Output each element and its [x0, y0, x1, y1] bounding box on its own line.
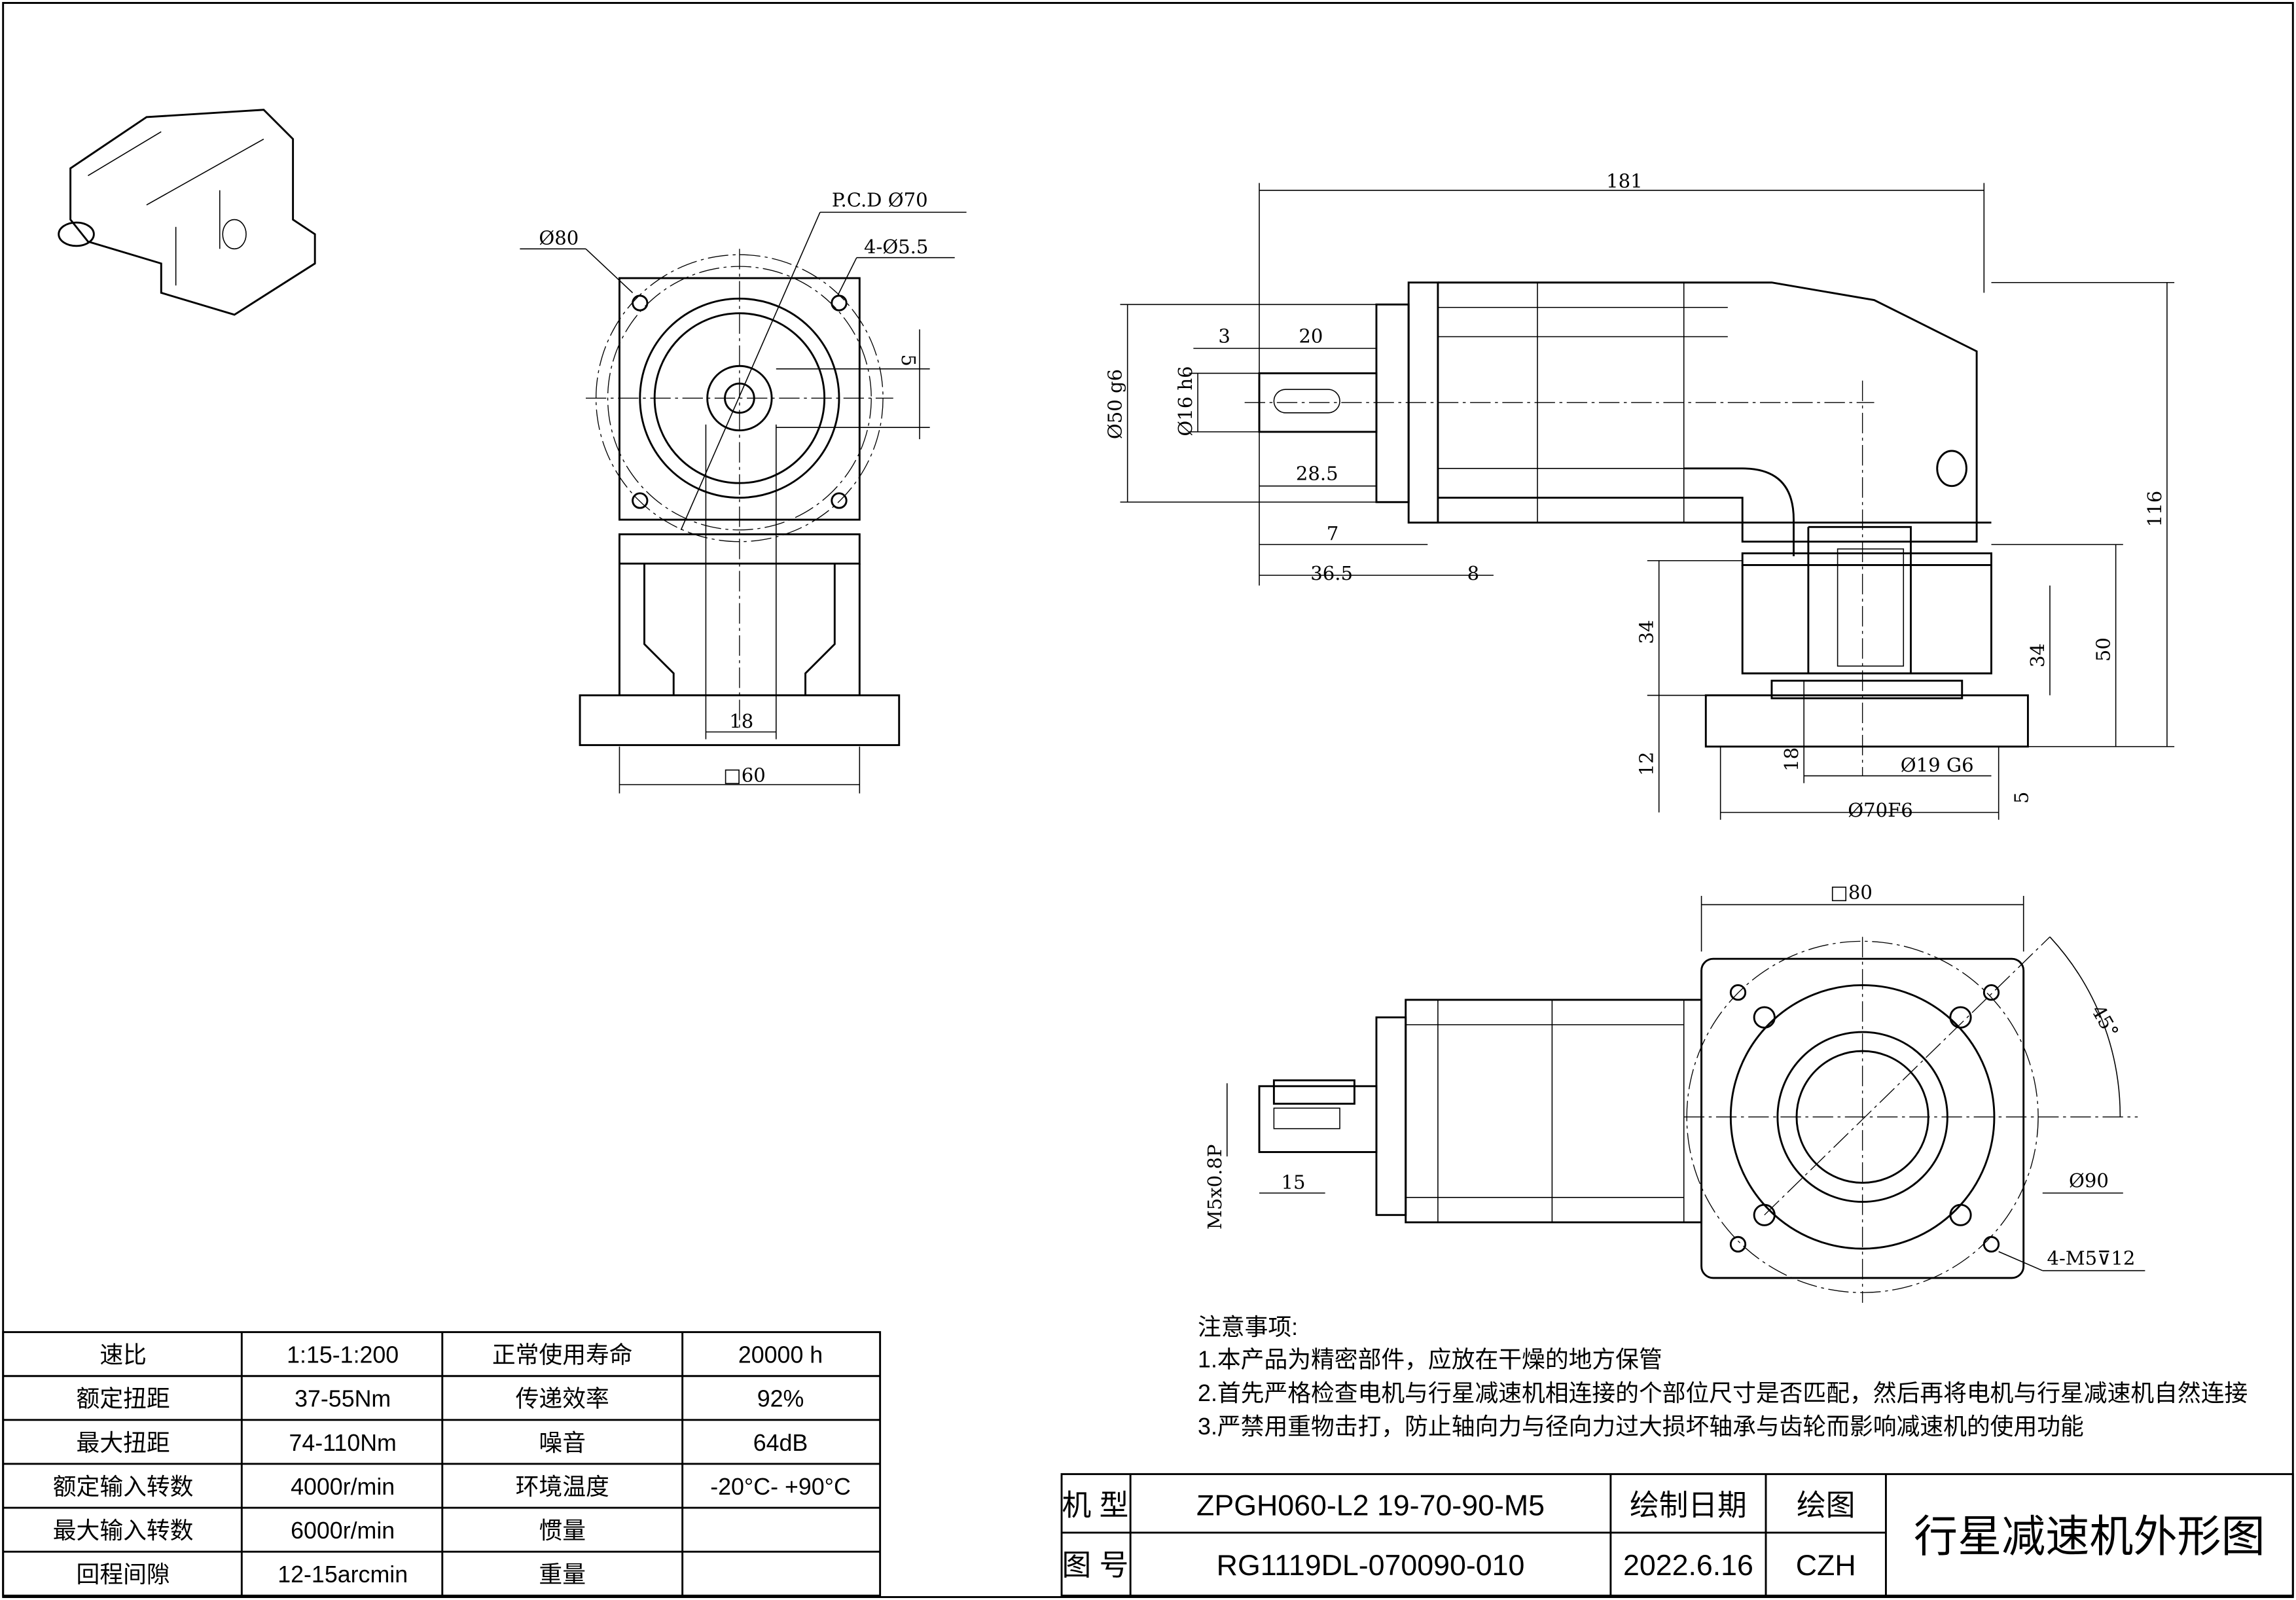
date-value: 2022.6.16: [1623, 1550, 1753, 1582]
spec-label: 惯量: [539, 1518, 586, 1544]
spec-value: 1:15-1:200: [287, 1342, 399, 1368]
date-label: 绘制日期: [1630, 1489, 1747, 1521]
dim-thread-depth: 15: [1282, 1171, 1306, 1193]
spec-label: 额定扭距: [77, 1386, 170, 1412]
spec-label: 速比: [99, 1342, 147, 1368]
dim-bolt-circle: Ø80: [539, 227, 579, 249]
note-item: 3.严禁用重物击打，防止轴向力与径向力过大损坏轴承与齿轮而影响减速机的使用功能: [1198, 1413, 2084, 1440]
front-view: Ø80 P.C.D Ø70 4-Ø5.5 5 18 □60: [520, 188, 967, 794]
model-label: 机 型: [1062, 1489, 1129, 1521]
dim-thread: M5x0.8P: [1204, 1145, 1226, 1230]
dim-pcd: P.C.D Ø70: [832, 188, 928, 211]
drawing-title: 行星减速机外形图: [1914, 1512, 2265, 1561]
spec-table: 速比 1:15-1:200 正常使用寿命 20000 h 额定扭距 37-55N…: [2, 1331, 882, 1597]
dim-flange-to-shaft: 36.5: [1310, 562, 1353, 584]
dim-spigot-dia: Ø70F6: [1848, 799, 1913, 821]
dim-pilot-dia: Ø50 g6: [1104, 369, 1126, 439]
spec-value: 20000 h: [738, 1342, 823, 1368]
dim-height-34-left: 34: [1636, 620, 1658, 644]
dim-bore-depth: 18: [1780, 747, 1803, 772]
spec-label: 额定输入转数: [53, 1474, 194, 1500]
dim-shaft-length: 28.5: [1296, 463, 1338, 485]
dim-flange-square: □60: [723, 764, 765, 787]
dim-bore-dia: Ø19 G6: [1901, 754, 1974, 776]
dim-key-length: 20: [1299, 325, 1323, 347]
spec-label: 最大扭距: [77, 1430, 170, 1456]
isometric-view: [58, 109, 316, 316]
spec-label: 传递效率: [516, 1386, 609, 1412]
dim-height-34-right: 34: [2026, 643, 2049, 667]
dim-shaft-width: 18: [729, 710, 753, 732]
notes-title: 注意事项:: [1198, 1314, 1298, 1340]
spec-label: 最大输入转数: [53, 1518, 194, 1544]
dim-tapped-holes: 4-M5⊽12: [2047, 1247, 2135, 1270]
dim-bottom-pcd: Ø90: [2069, 1169, 2109, 1192]
spec-value: 4000r/min: [291, 1474, 395, 1500]
drawer-value: CZH: [1796, 1550, 1856, 1582]
spec-value: 37-55Nm: [295, 1386, 391, 1412]
spec-value: 12-15arcmin: [278, 1561, 408, 1588]
spec-value: 92%: [757, 1386, 804, 1412]
dim-square: □80: [1830, 881, 1872, 903]
drawing-no-value: RG1119DL-070090-010: [1217, 1550, 1525, 1582]
spec-label: 正常使用寿命: [492, 1342, 633, 1368]
dim-pilot-len: 7: [1327, 522, 1339, 544]
drawer-label: 绘图: [1797, 1489, 1855, 1521]
notes: 注意事项: 1.本产品为精密部件，应放在干燥的地方保管 2.首先严格检查电机与行…: [1198, 1314, 2248, 1440]
dim-flange-thk: 8: [1467, 562, 1480, 584]
dim-height-50: 50: [2092, 637, 2115, 662]
drawing-no-label: 图 号: [1062, 1550, 1129, 1582]
dim-shaft-step: 3: [1218, 325, 1230, 347]
dim-base-5: 5: [2010, 792, 2032, 804]
spec-label: 回程间隙: [77, 1561, 170, 1588]
spec-value: -20°C- +90°C: [710, 1474, 851, 1500]
dim-key-offset: 5: [897, 354, 920, 366]
dim-total-height: 116: [2144, 491, 2166, 527]
spec-label: 重量: [539, 1561, 586, 1588]
title-block: 机 型 ZPGH060-L2 19-70-90-M5 绘制日期 绘图 图 号 R…: [1060, 1473, 2294, 1597]
dim-base-12: 12: [1636, 752, 1658, 776]
model-value: ZPGH060-L2 19-70-90-M5: [1196, 1489, 1545, 1521]
note-item: 2.首先严格检查电机与行星减速机相连接的个部位尺寸是否匹配，然后再将电机与行星减…: [1198, 1380, 2248, 1406]
spec-value: 64dB: [753, 1430, 808, 1456]
spec-value: 6000r/min: [291, 1518, 395, 1544]
side-view: 181 3 20 Ø50 g6 Ø16 h6 28.5 7 36.5 8 116…: [1104, 169, 2175, 821]
bottom-view: □80 45° Ø90 4-M5⊽12 M5x0.8P 15: [1204, 881, 2145, 1303]
spec-label: 噪音: [539, 1430, 586, 1456]
note-item: 1.本产品为精密部件，应放在干燥的地方保管: [1198, 1346, 1662, 1372]
dim-holes: 4-Ø5.5: [864, 236, 928, 258]
dim-shaft-dia: Ø16 h6: [1174, 366, 1196, 436]
spec-label: 环境温度: [516, 1474, 609, 1500]
dim-overall-length: 181: [1606, 169, 1643, 192]
dim-angle: 45°: [2087, 1001, 2123, 1042]
spec-value: 74-110Nm: [289, 1430, 396, 1456]
